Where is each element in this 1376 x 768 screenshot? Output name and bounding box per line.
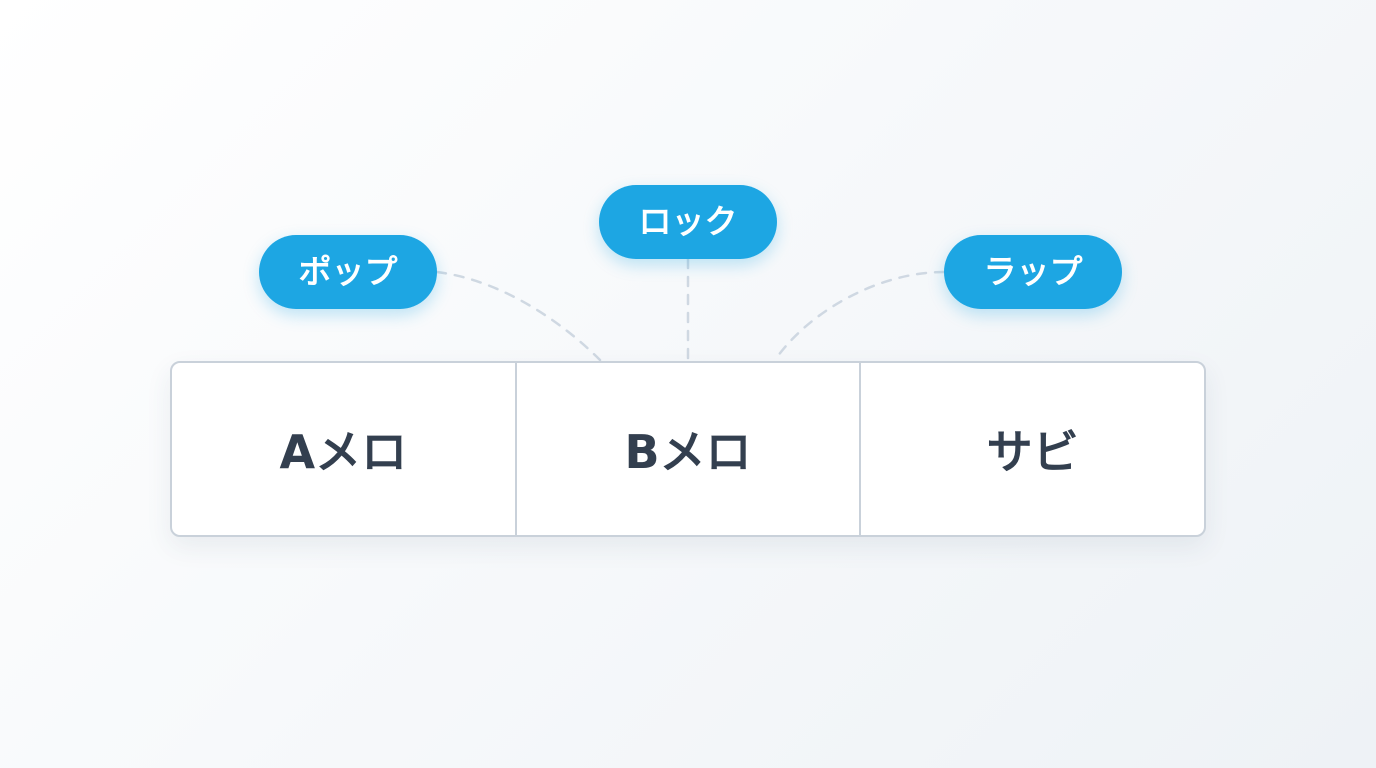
tag-pop: ポップ <box>259 235 437 309</box>
connector-rap <box>773 270 946 362</box>
connector-pop <box>435 270 602 362</box>
section-sabi: サビ <box>859 363 1204 535</box>
section-b-melo: Bメロ <box>514 363 860 535</box>
section-a-melo: Aメロ <box>279 425 408 479</box>
tag-rock: ロック <box>599 185 777 259</box>
tag-rap: ラップ <box>944 235 1122 309</box>
song-sections-bar: Aメロ Bメロ サビ <box>170 361 1206 537</box>
